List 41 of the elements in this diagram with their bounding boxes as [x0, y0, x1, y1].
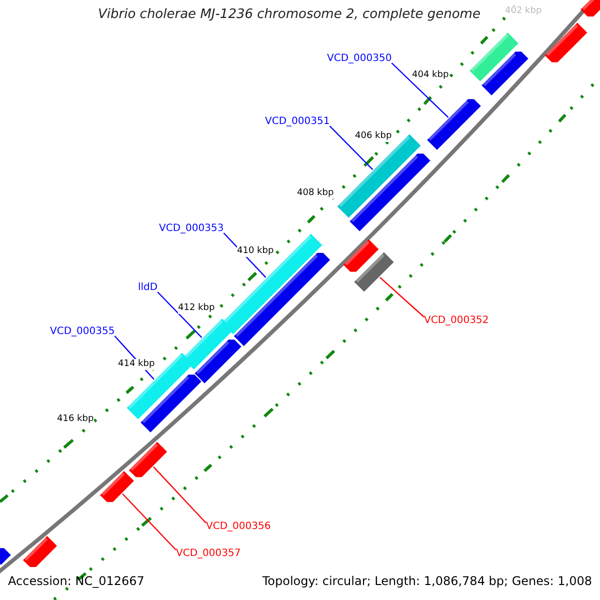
gene-block	[470, 32, 518, 82]
accession-text: Accession: NC_012667	[8, 574, 144, 588]
leader-line	[329, 126, 374, 170]
gene-label: VCD_000355	[50, 326, 115, 338]
gene-feature	[580, 0, 600, 16]
gene-feature	[140, 374, 202, 432]
gene-label: VCD_000352	[424, 315, 489, 327]
gene-label: VCD_000353	[159, 223, 224, 235]
gene-feature	[23, 536, 57, 567]
leader-line	[122, 493, 176, 550]
gene-feature	[194, 340, 242, 384]
scale-label: 406 kbp	[355, 131, 392, 142]
gene-block	[222, 234, 322, 334]
scale-label: 414 kbp	[118, 359, 155, 370]
genome-stats-text: Topology: circular; Length: 1,086,784 bp; Genes: 1,008	[262, 574, 592, 588]
gene-feature	[0, 548, 11, 565]
scale-label: 410 kbp	[237, 246, 274, 257]
gene-feature	[427, 99, 481, 150]
leader-line	[153, 466, 206, 524]
gene-label: VCD_000351	[265, 116, 330, 128]
leader-line	[391, 62, 449, 118]
gene-feature	[100, 471, 134, 502]
gene-feature	[544, 22, 588, 62]
gene-feature	[350, 154, 430, 232]
gene-feature	[482, 52, 528, 96]
gene-label: lldD	[138, 282, 158, 294]
scale-label: 402 kbp	[505, 6, 542, 17]
scale-label: 404 kbp	[412, 70, 449, 81]
leader-line	[380, 276, 424, 318]
leader-line	[157, 292, 202, 338]
scale-label: 408 kbp	[297, 188, 334, 199]
scale-label: 416 kbp	[57, 414, 94, 425]
gene-feature	[128, 442, 168, 478]
gene-label: VCD_000357	[176, 548, 241, 560]
gene-feature	[343, 239, 379, 272]
gene-label: VCD_000356	[206, 521, 271, 533]
gene-label: VCD_000350	[327, 53, 392, 65]
gene-block	[182, 318, 234, 370]
gene-block	[354, 252, 394, 292]
scale-label: 412 kbp	[178, 303, 215, 314]
title: Vibrio cholerae MJ-1236 chromosome 2, complete genome	[98, 7, 480, 23]
